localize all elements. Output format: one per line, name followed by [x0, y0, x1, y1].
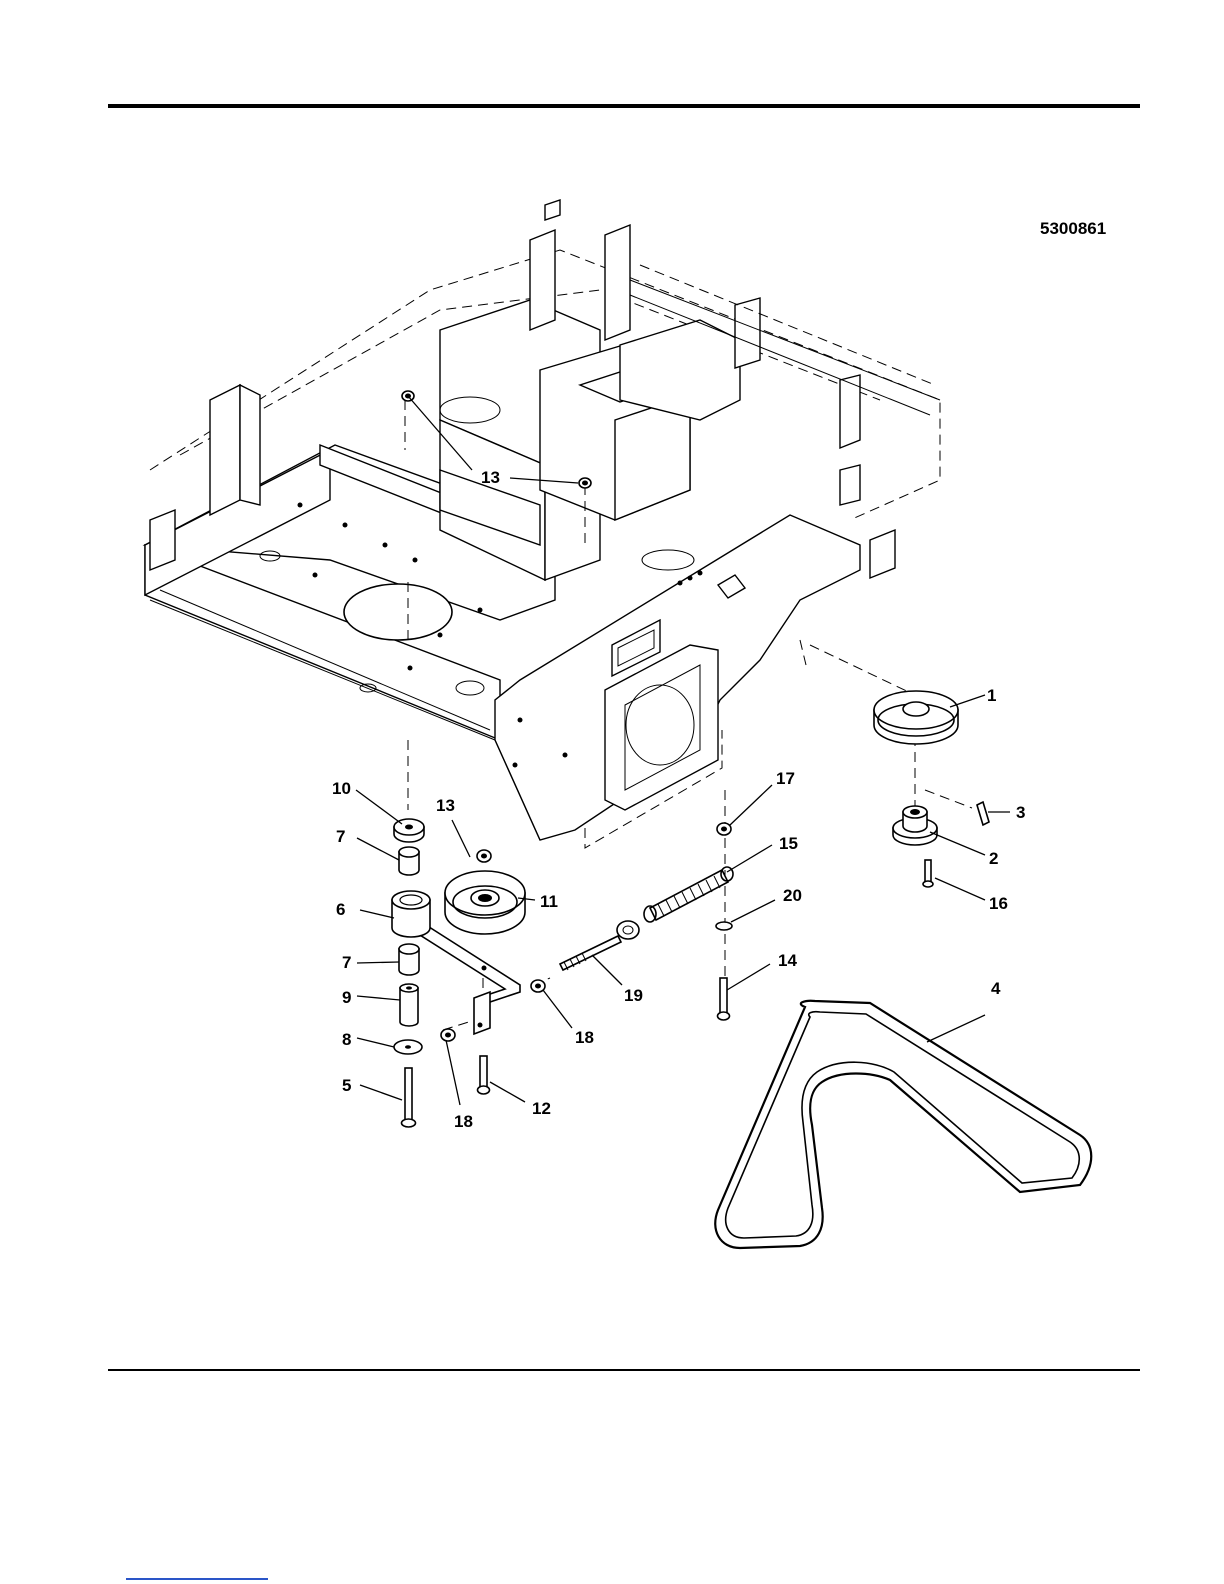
nut-part-17 [717, 823, 731, 835]
callout-19: 19 [624, 986, 643, 1005]
nut-13-upper-right [579, 478, 591, 488]
bolt-part-16 [923, 860, 933, 887]
key-part-3 [977, 802, 989, 825]
pulley-part-1 [874, 691, 958, 744]
washer-part-8 [394, 1040, 422, 1054]
callout-18-left: 18 [454, 1112, 473, 1131]
belt-part-4 [715, 1001, 1091, 1248]
callout-11: 11 [540, 892, 558, 911]
bolt-part-12 [478, 1056, 490, 1094]
callout-15: 15 [779, 834, 798, 853]
callout-10: 10 [332, 779, 351, 798]
callout-7-upper: 7 [336, 827, 345, 846]
callout-5: 5 [342, 1076, 351, 1095]
bushing-part-7-lower [399, 944, 419, 975]
chassis-frame [145, 200, 940, 848]
callout-9: 9 [342, 988, 351, 1007]
washer-part-10 [394, 819, 424, 842]
callout-1: 1 [987, 686, 996, 705]
bushing-part-7-upper [399, 847, 419, 875]
callout-4: 4 [991, 979, 1001, 998]
nut-13-lower [477, 850, 491, 862]
callout-18-right: 18 [575, 1028, 594, 1047]
bolt-part-14 [718, 978, 730, 1020]
callout-14: 14 [778, 951, 797, 970]
figure-number: 5300861 [1040, 219, 1106, 238]
callout-20: 20 [783, 886, 802, 905]
callout-13-upper: 13 [481, 468, 500, 487]
callout-3: 3 [1016, 803, 1025, 822]
bolt-part-5 [402, 1068, 416, 1127]
callout-13-lower: 13 [436, 796, 455, 815]
callout-7-lower: 7 [342, 953, 351, 972]
spring-part-15 [644, 867, 733, 922]
hub-part-2 [893, 806, 937, 845]
callout-17: 17 [776, 769, 795, 788]
callout-16: 16 [989, 894, 1008, 913]
callout-12: 12 [532, 1099, 551, 1118]
idler-pulley-part-11 [445, 871, 525, 934]
spacer-part-9 [400, 984, 418, 1026]
callout-6: 6 [336, 900, 345, 919]
washer-part-20 [716, 922, 732, 930]
callout-8: 8 [342, 1030, 351, 1049]
nut-18-left [441, 1029, 455, 1041]
callout-2: 2 [989, 849, 998, 868]
